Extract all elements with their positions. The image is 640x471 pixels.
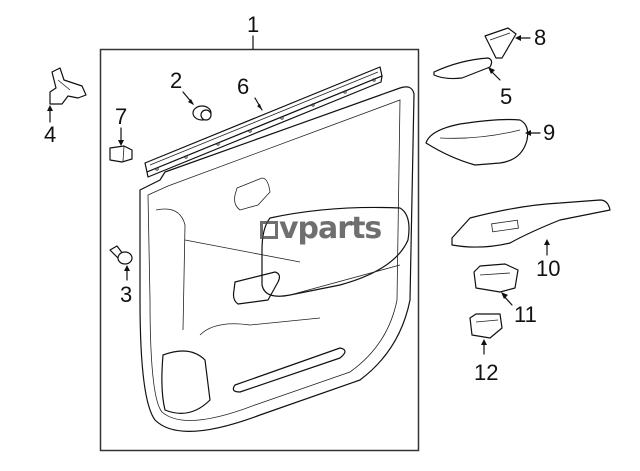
callout-5: 5 xyxy=(500,84,513,109)
callout-6: 6 xyxy=(237,74,250,99)
part-7-clip xyxy=(109,127,133,163)
callout-12: 12 xyxy=(474,360,499,385)
callout-9: 9 xyxy=(543,120,556,145)
part-9-armrest-pad xyxy=(425,118,541,166)
callout-10: 10 xyxy=(536,256,561,281)
callout-3: 3 xyxy=(120,282,133,307)
callout-7: 7 xyxy=(115,104,128,129)
watermark-box-icon xyxy=(260,221,278,239)
part-6-belt-molding xyxy=(144,66,383,178)
part-5-cover xyxy=(433,57,501,81)
part-11-window-switch xyxy=(473,263,519,306)
callout-2: 2 xyxy=(170,68,183,93)
callout-11: 11 xyxy=(514,302,537,327)
part-12-switch xyxy=(469,313,503,355)
part-8-bracket xyxy=(484,27,531,59)
part-4-bracket xyxy=(47,67,87,123)
part-3-push-pin xyxy=(109,245,133,281)
callout-1: 1 xyxy=(247,12,260,37)
door-trim-panel xyxy=(139,86,415,432)
watermark-text: vparts xyxy=(279,211,382,246)
part-2-clip xyxy=(182,91,212,121)
watermark-logo: vparts xyxy=(260,211,382,246)
callout-4: 4 xyxy=(44,122,57,147)
callout-8: 8 xyxy=(534,25,547,50)
part-10-switch-bezel xyxy=(451,199,611,256)
